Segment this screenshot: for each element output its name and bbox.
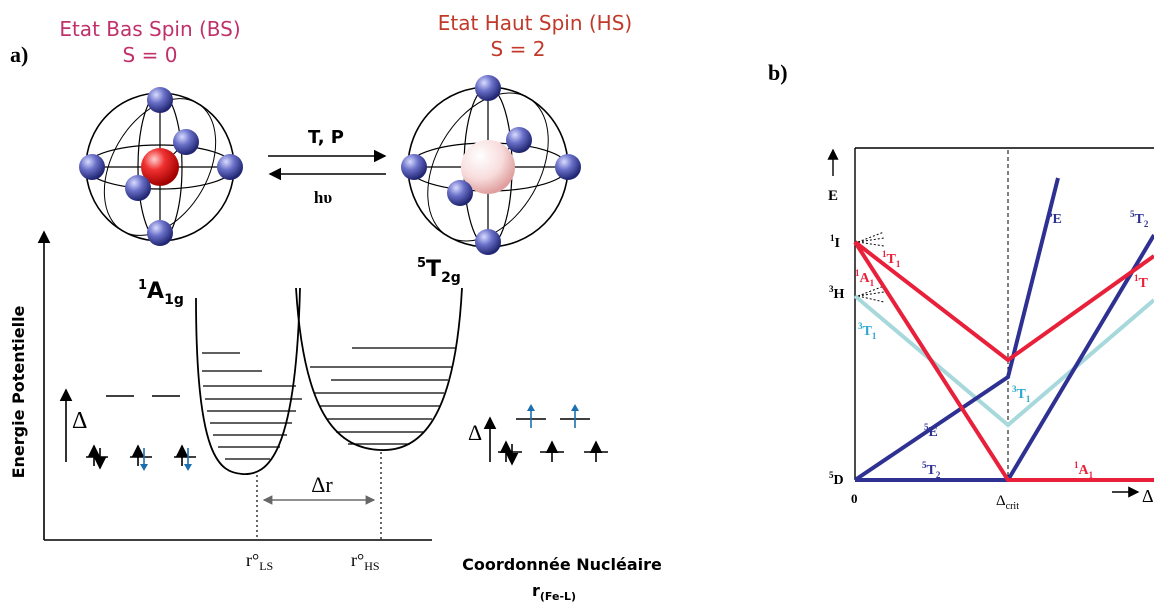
splitting-fans [857, 231, 885, 303]
backward-arrow-label: hυ [314, 188, 332, 207]
level-3H: 3H [829, 284, 845, 302]
coordinate-axis-sub: r(Fe-L) [532, 581, 576, 602]
bs-title: Etat Bas Spin (BS) [59, 17, 240, 41]
ligand-ball [79, 154, 105, 180]
ligand-ball [217, 154, 243, 180]
hs-state-label: 5T2g [417, 256, 461, 286]
ls-delta-label: Δ [72, 408, 87, 434]
ligand-ball [147, 220, 173, 246]
hs-spin: S = 2 [491, 37, 546, 61]
panel-a-label: a) [10, 42, 28, 67]
delta-r-label: Δr [311, 472, 333, 497]
r-ls-label: r°LS [246, 550, 273, 573]
panel-a: a) Etat Bas Spin (BS) S = 0 Etat Haut Sp… [9, 11, 662, 602]
ligand-ball [147, 87, 173, 113]
ligand-ball [447, 180, 473, 206]
label-5E-top: 5E [1048, 209, 1062, 227]
origin-label: 0 [851, 491, 858, 506]
ligand-ball [475, 229, 501, 255]
level-5D: 5D [829, 470, 844, 488]
line-5E [853, 177, 1060, 482]
ls-vibrational-levels [202, 352, 302, 460]
delta-axis-b: Δ [1142, 486, 1154, 506]
energy-axis-b: E [828, 188, 838, 204]
delta-crit-label: Δcrit [996, 493, 1019, 512]
panel-b: b) E Δ 0 Δcrit 1I 3H 5D [768, 60, 1154, 512]
label-1A1-bottom: 1A1 [1074, 460, 1094, 480]
ligand-ball [506, 127, 532, 153]
hs-potential-well [295, 287, 463, 451]
hs-title: Etat Haut Spin (HS) [438, 11, 632, 35]
label-5T2-top: 5T2 [1130, 209, 1149, 229]
energy-axis-label: Energie Potentielle [9, 305, 28, 478]
bs-spin: S = 0 [123, 43, 178, 67]
hs-vibrational-levels [310, 347, 455, 445]
label-1T-right: 1T [1134, 273, 1149, 291]
line-3T1 [853, 294, 1154, 428]
ligand-ball [125, 175, 151, 201]
ligand-ball [475, 75, 501, 101]
line-1A1 [853, 240, 1154, 482]
label-5E-mid: 5E [924, 422, 938, 440]
metal-ion-hs [461, 140, 515, 194]
hs-delta-label: Δ [468, 420, 482, 445]
bs-state-label: 1A1g [138, 278, 184, 308]
ls-complex [79, 87, 243, 246]
metal-ion-ls [141, 148, 179, 186]
r-hs-label: r°HS [351, 550, 380, 573]
ls-orbital-diagram: Δ [59, 388, 196, 471]
label-5T2-bottom: 5T2 [922, 460, 941, 480]
ligand-ball [173, 129, 199, 155]
panel-b-label: b) [768, 60, 788, 85]
forward-arrow-label: T, P [308, 127, 344, 148]
hs-orbital-diagram: Δ [468, 404, 608, 466]
ligand-ball [555, 154, 581, 180]
coordinate-axis-label: Coordonnée Nucléaire [462, 555, 662, 574]
label-1A1-left: 1A1 [855, 268, 875, 288]
line-1T1 [853, 240, 1154, 363]
ligand-ball [401, 154, 427, 180]
label-3T1: 3T1 [858, 321, 877, 341]
label-1T1: 1T1 [882, 249, 901, 269]
label-3T1-mid: 3T1 [1012, 384, 1031, 404]
level-1I: 1I [830, 233, 840, 251]
ls-potential-well [195, 287, 301, 475]
hs-complex [401, 75, 581, 255]
